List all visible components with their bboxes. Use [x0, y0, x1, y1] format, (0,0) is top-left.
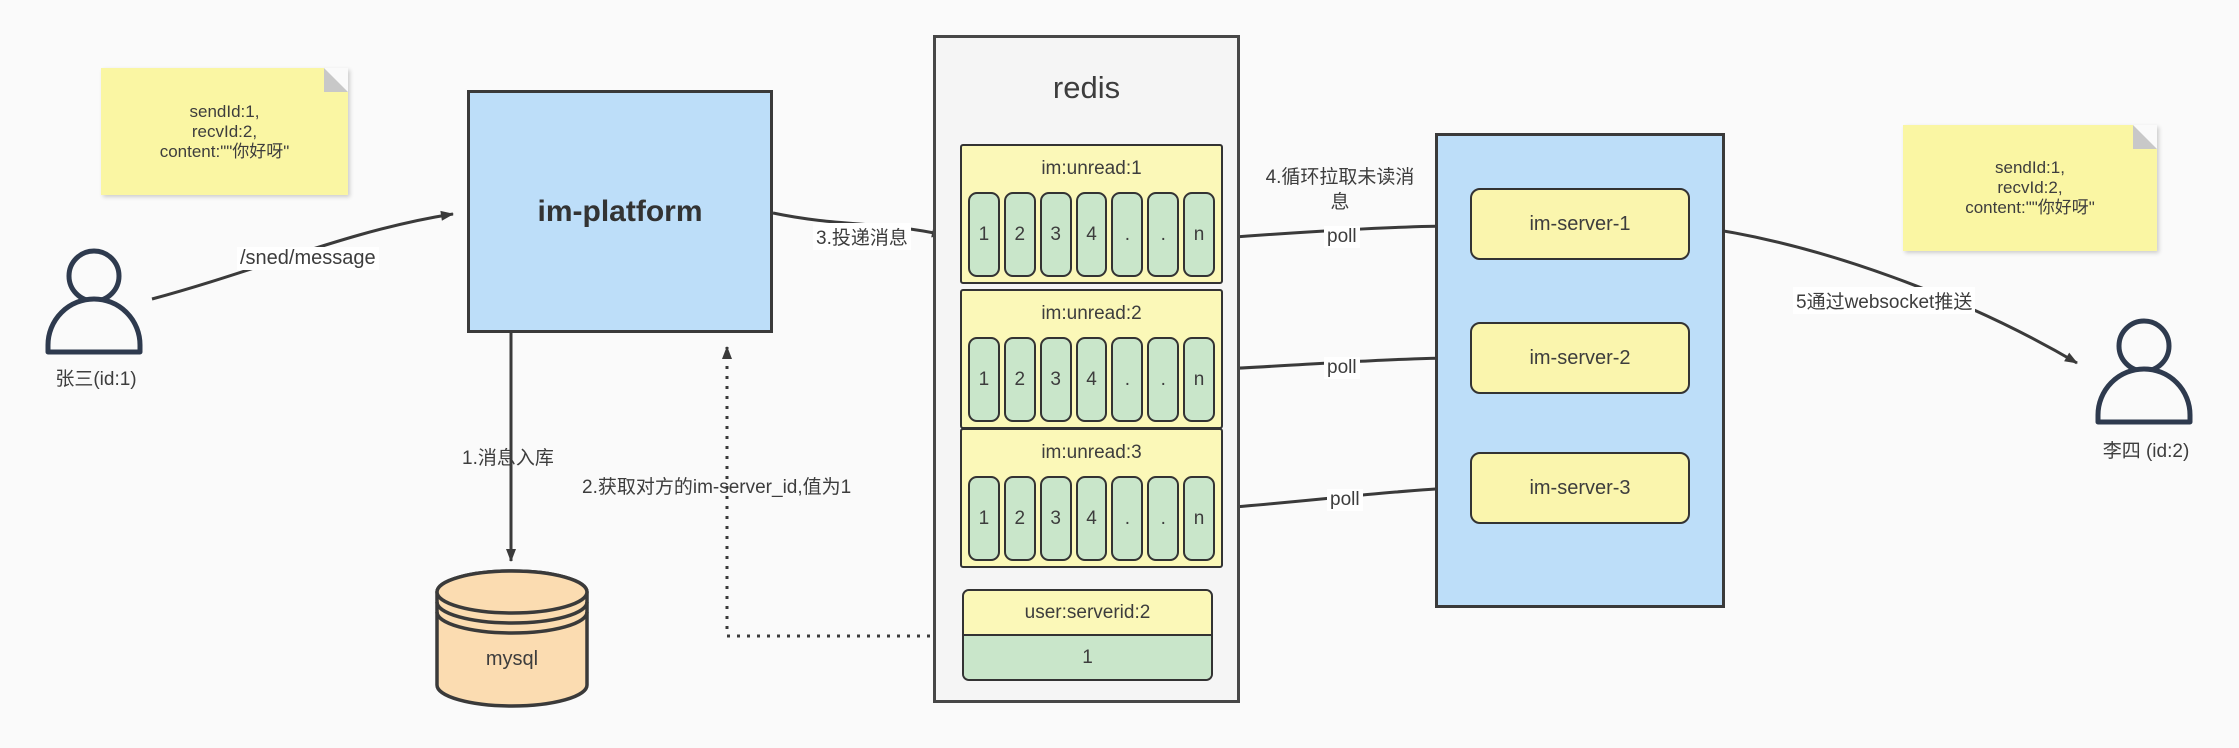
- actor-sender-label: 张三(id:1): [55, 369, 137, 390]
- list-cell: .: [1111, 337, 1144, 422]
- arrow-get-serverid-dotted: [722, 346, 960, 638]
- unread-list-3: im:unread:3 1 2 3 4 . . n: [960, 428, 1223, 568]
- list-cell: n: [1183, 192, 1216, 277]
- list-cell: 1: [968, 192, 1000, 277]
- label-step1: 1.消息入库: [462, 448, 554, 469]
- kv-value: 1: [964, 636, 1211, 679]
- im-server-1-box: im-server-1: [1470, 188, 1690, 260]
- user-serverid-block: user:serverid:2 1: [962, 589, 1213, 681]
- note-fold-icon: [324, 68, 348, 92]
- note-message-left: sendId:1, recvId:2, content:""你好呀": [101, 68, 348, 195]
- list-cell: 4: [1075, 476, 1108, 561]
- list-cell: 3: [1039, 192, 1072, 277]
- im-server-label: im-server-2: [1529, 346, 1631, 369]
- im-server-label: im-server-3: [1529, 476, 1631, 499]
- person-icon: [2095, 318, 2193, 425]
- list-cells: 1 2 3 4 . . n: [968, 192, 1216, 277]
- list-cells: 1 2 3 4 . . n: [968, 476, 1216, 561]
- list-title: im:unread:2: [1041, 303, 1142, 324]
- list-cell: 4: [1075, 192, 1108, 277]
- person-icon: [45, 248, 143, 355]
- note-message-right: sendId:1, recvId:2, content:""你好呀": [1903, 125, 2157, 251]
- label-step3: 3.投递消息: [813, 223, 911, 250]
- list-cell: 1: [968, 337, 1000, 422]
- list-cell: 3: [1039, 476, 1072, 561]
- kv-title: user:serverid:2: [964, 591, 1211, 636]
- label-poll-1: poll: [1324, 226, 1360, 248]
- label-poll-3: poll: [1327, 489, 1363, 511]
- list-cell: .: [1147, 192, 1180, 277]
- database-cylinder-icon: [435, 569, 589, 708]
- label-send-api: /sned/message: [237, 247, 379, 270]
- im-platform-label: im-platform: [537, 194, 703, 228]
- database-label: mysql: [485, 648, 539, 670]
- redis-title: redis: [1052, 70, 1121, 105]
- list-cell: .: [1111, 192, 1144, 277]
- redis-container: redis im:unread:1 1 2 3 4 . . n im:unrea…: [933, 35, 1240, 703]
- list-cell: 3: [1039, 337, 1072, 422]
- list-title: im:unread:1: [1041, 158, 1142, 179]
- unread-list-1: im:unread:1 1 2 3 4 . . n: [960, 144, 1223, 284]
- actor-receiver-label: 李四 (id:2): [2102, 441, 2190, 462]
- list-cell: .: [1147, 476, 1180, 561]
- list-cell: 1: [968, 476, 1000, 561]
- list-cell: 2: [1003, 337, 1036, 422]
- list-cell: 2: [1003, 192, 1036, 277]
- label-poll-2: poll: [1324, 357, 1360, 379]
- im-platform-box: im-platform: [467, 90, 773, 333]
- im-server-label: im-server-1: [1529, 212, 1631, 235]
- label-step5: 5通过websocket推送: [1793, 287, 1976, 314]
- list-cell: .: [1111, 476, 1144, 561]
- note-text: sendId:1, recvId:2, content:""你好呀": [159, 101, 290, 161]
- label-step2: 2.获取对方的im-server_id,值为1: [582, 477, 852, 498]
- im-server-3-box: im-server-3: [1470, 452, 1690, 524]
- note-text: sendId:1, recvId:2, content:""你好呀": [1965, 158, 2095, 217]
- list-cell: n: [1183, 476, 1216, 561]
- note-fold-icon: [2133, 125, 2157, 149]
- list-cell: 4: [1075, 337, 1108, 422]
- list-cell: 2: [1003, 476, 1036, 561]
- arrow-websocket-push: [1689, 224, 2078, 365]
- im-server-2-box: im-server-2: [1470, 322, 1690, 394]
- list-cells: 1 2 3 4 . . n: [968, 337, 1216, 422]
- list-cell: .: [1147, 337, 1180, 422]
- list-title: im:unread:3: [1041, 442, 1142, 463]
- unread-list-2: im:unread:2 1 2 3 4 . . n: [960, 289, 1223, 429]
- list-cell: n: [1183, 337, 1216, 422]
- label-step4: 4.循环拉取未读消息: [1265, 167, 1415, 213]
